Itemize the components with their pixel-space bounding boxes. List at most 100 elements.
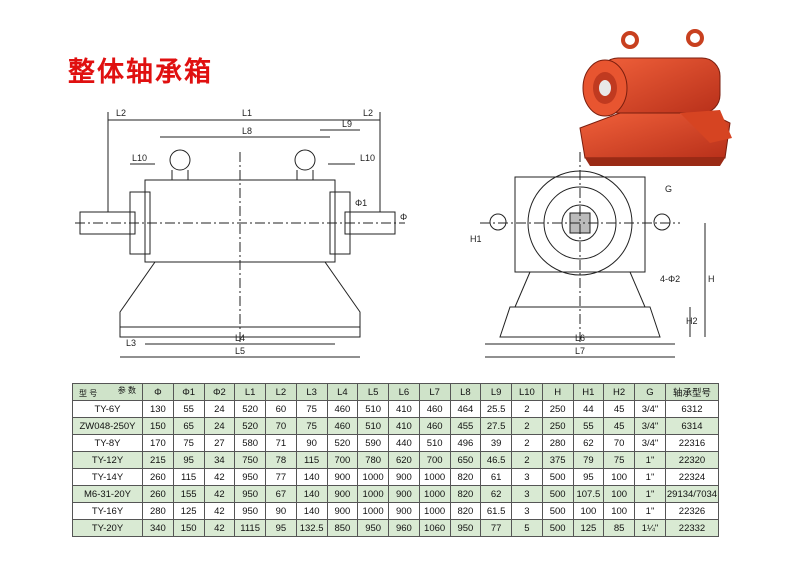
column-header: L3 [295,383,328,401]
value-cell: 70 [603,434,635,452]
value-cell: 22326 [665,502,719,520]
dim-label: L10 [132,153,147,163]
value-cell: 2 [511,451,543,469]
value-cell: 90 [265,502,297,520]
value-cell: 1060 [418,519,451,537]
value-cell: 260 [142,468,174,486]
value-cell: 464 [449,400,482,418]
column-header: Φ1 [172,383,205,401]
value-cell: 1" [634,485,666,503]
value-cell: 46.5 [480,451,512,469]
value-cell: 440 [388,434,420,452]
value-cell: 22324 [665,468,719,486]
value-cell: 140 [295,502,328,520]
value-cell: 100 [603,502,635,520]
value-cell: 3/4" [634,400,666,418]
value-cell: 85 [603,519,635,537]
value-cell: 1000 [357,485,389,503]
value-cell: 107.5 [572,485,605,503]
value-cell: 27.5 [480,417,512,435]
value-cell: 1" [634,451,666,469]
model-cell: TY-12Y [72,451,143,469]
value-cell: 900 [326,468,359,486]
corner-param-label: 参 数 [117,386,136,395]
value-cell: 280 [541,434,574,452]
value-cell: 1" [634,502,666,520]
value-cell: 42 [203,519,236,537]
value-cell: 6314 [665,417,719,435]
column-header: H [541,383,574,401]
column-header: Φ [142,383,174,401]
value-cell: 75 [172,434,205,452]
value-cell: 42 [203,502,236,520]
dim-label: L3 [126,338,136,348]
value-cell: 150 [142,417,174,435]
value-cell: 950 [234,502,266,520]
value-cell: 42 [203,468,236,486]
value-cell: 820 [449,502,482,520]
value-cell: 520 [326,434,359,452]
value-cell: 960 [388,519,420,537]
value-cell: 75 [603,451,635,469]
value-cell: 140 [295,485,328,503]
value-cell: 150 [172,519,205,537]
value-cell: 71 [265,434,297,452]
value-cell: 700 [418,451,451,469]
dim-label: L5 [235,346,245,356]
dim-label: L10 [360,153,375,163]
value-cell: 280 [142,502,174,520]
value-cell: 65 [172,417,205,435]
value-cell: 75 [295,400,328,418]
corner-cell: 参 数 型 号 [72,383,143,401]
value-cell: 1115 [234,519,266,537]
spec-table: 参 数 型 号 Φ Φ1 Φ2 L1 L2 L3 L4 L5 L6 L7 L8 … [72,383,719,537]
value-cell: 950 [234,468,266,486]
table-header-row: 参 数 型 号 Φ Φ1 Φ2 L1 L2 L3 L4 L5 L6 L7 L8 … [72,383,719,401]
value-cell: 250 [541,417,574,435]
value-cell: 95 [265,519,297,537]
value-cell: 61.5 [480,502,512,520]
value-cell: 25.5 [480,400,512,418]
value-cell: 5 [511,519,543,537]
value-cell: 125 [172,502,205,520]
value-cell: 650 [449,451,482,469]
value-cell: 29134/7034 [665,485,719,503]
value-cell: 3/4" [634,417,666,435]
dim-label: Φ1 [355,198,367,208]
value-cell: 820 [449,485,482,503]
model-cell: TY-6Y [72,400,143,418]
value-cell: 500 [541,485,574,503]
value-cell: 78 [265,451,297,469]
value-cell: 140 [295,468,328,486]
value-cell: 90 [295,434,328,452]
column-header: L2 [265,383,297,401]
value-cell: 260 [142,485,174,503]
value-cell: 22316 [665,434,719,452]
value-cell: 70 [265,417,297,435]
value-cell: 1000 [357,468,389,486]
value-cell: 500 [541,468,574,486]
engineering-drawing: L2 L1 L2 L8 L9 L10 L10 Φ Φ1 L3 L4 L5 G H… [75,108,715,358]
value-cell: 95 [572,468,605,486]
value-cell: 410 [388,400,420,418]
value-cell: 55 [572,417,605,435]
value-cell: 375 [541,451,574,469]
value-cell: 170 [142,434,174,452]
value-cell: 500 [541,502,574,520]
value-cell: 77 [265,468,297,486]
value-cell: 510 [357,417,389,435]
value-cell: 700 [326,451,359,469]
value-cell: 1¼" [634,519,666,537]
value-cell: 60 [265,400,297,418]
value-cell: 950 [449,519,482,537]
value-cell: 6312 [665,400,719,418]
value-cell: 820 [449,468,482,486]
value-cell: 1000 [418,485,451,503]
value-cell: 780 [357,451,389,469]
value-cell: 115 [172,468,205,486]
